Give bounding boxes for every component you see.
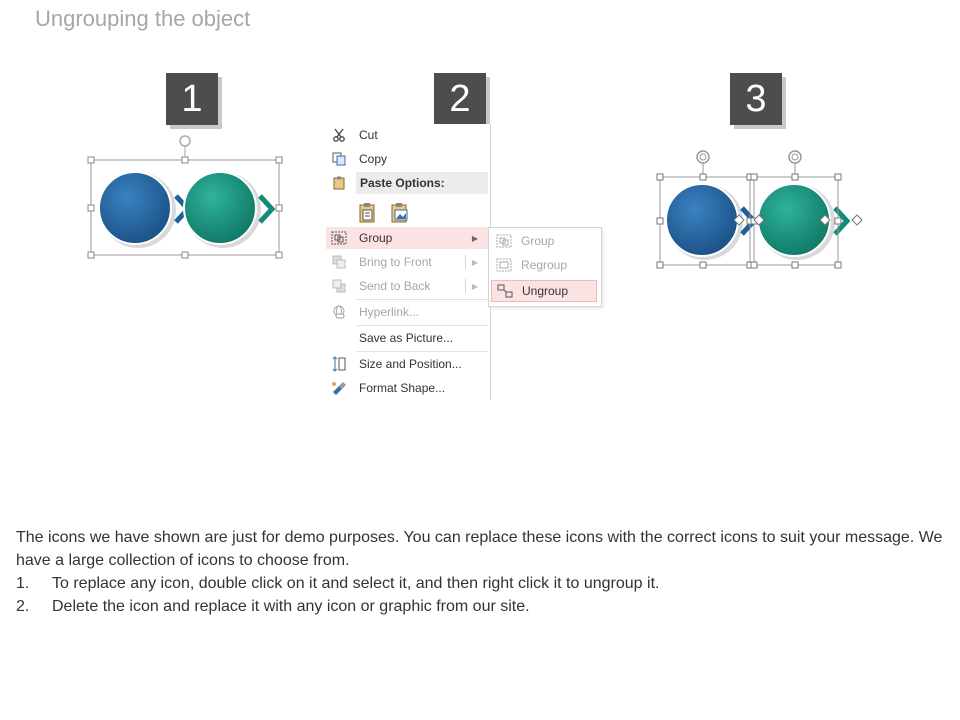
context-menu: Cut Copy Paste Options: Group ▶ Bring to… — [326, 124, 491, 400]
list-item: 2. Delete the icon and replace it with a… — [16, 598, 530, 615]
menu-item-cut[interactable]: Cut — [326, 124, 488, 146]
grouped-object[interactable] — [80, 130, 300, 270]
menu-item-size-and-position[interactable]: Size and Position... — [326, 353, 488, 375]
step-2-badge: 2 — [434, 73, 486, 125]
format-shape-icon — [326, 377, 352, 399]
submenu-arrow-icon: ▶ — [471, 281, 478, 291]
menu-item-group[interactable]: Group ▶ — [326, 227, 488, 249]
send-to-back-icon — [326, 275, 352, 297]
teal-circle — [757, 183, 851, 260]
group-icon — [326, 227, 352, 249]
ungroup-icon — [492, 284, 518, 298]
scissors-icon — [326, 124, 352, 146]
rotate-handle-icon[interactable] — [696, 150, 802, 176]
copy-icon — [326, 148, 352, 170]
paste-options-header: Paste Options: — [356, 172, 488, 194]
menu-item-bring-to-front[interactable]: Bring to Front ▶ — [326, 251, 488, 273]
rotate-handle-icon[interactable] — [179, 135, 191, 160]
clipboard-icon — [326, 172, 352, 194]
submenu-item-regroup[interactable]: Regroup — [491, 254, 597, 276]
regroup-icon — [491, 258, 517, 272]
resize-handles[interactable] — [656, 173, 842, 269]
menu-paste-options — [326, 172, 488, 194]
step-1-badge: 1 — [166, 73, 218, 125]
ungrouped-objects[interactable] — [650, 140, 870, 280]
group-icon — [491, 234, 517, 248]
adjust-handles[interactable] — [733, 214, 863, 226]
submenu-arrow-icon: ▶ — [471, 233, 478, 243]
hyperlink-icon — [326, 301, 352, 323]
description-intro: The icons we have shown are just for dem… — [16, 529, 943, 569]
paste-keep-formatting-icon[interactable] — [358, 202, 378, 224]
blue-circle — [665, 183, 758, 260]
menu-item-format-shape[interactable]: Format Shape... — [326, 377, 488, 399]
blue-circle — [98, 171, 192, 248]
bring-to-front-icon — [326, 251, 352, 273]
group-submenu: Group Regroup Ungroup — [488, 227, 602, 307]
list-item: 1. To replace any icon, double click on … — [16, 575, 660, 592]
submenu-arrow-icon: ▶ — [471, 257, 478, 267]
teal-circle — [183, 171, 276, 248]
menu-item-send-to-back[interactable]: Send to Back ▶ — [326, 275, 488, 297]
menu-item-hyperlink[interactable]: Hyperlink... — [326, 301, 488, 323]
submenu-item-group[interactable]: Group — [491, 230, 597, 252]
menu-item-copy[interactable]: Copy — [326, 148, 488, 170]
description: The icons we have shown are just for dem… — [16, 526, 946, 618]
size-position-icon — [326, 353, 352, 375]
submenu-item-ungroup[interactable]: Ungroup — [491, 280, 597, 302]
paste-picture-icon[interactable] — [390, 202, 410, 224]
resize-handles[interactable] — [87, 156, 283, 259]
menu-item-save-as-picture[interactable]: Save as Picture... — [359, 331, 454, 345]
slide-title: Ungrouping the object — [35, 6, 251, 31]
step-3-badge: 3 — [730, 73, 782, 125]
